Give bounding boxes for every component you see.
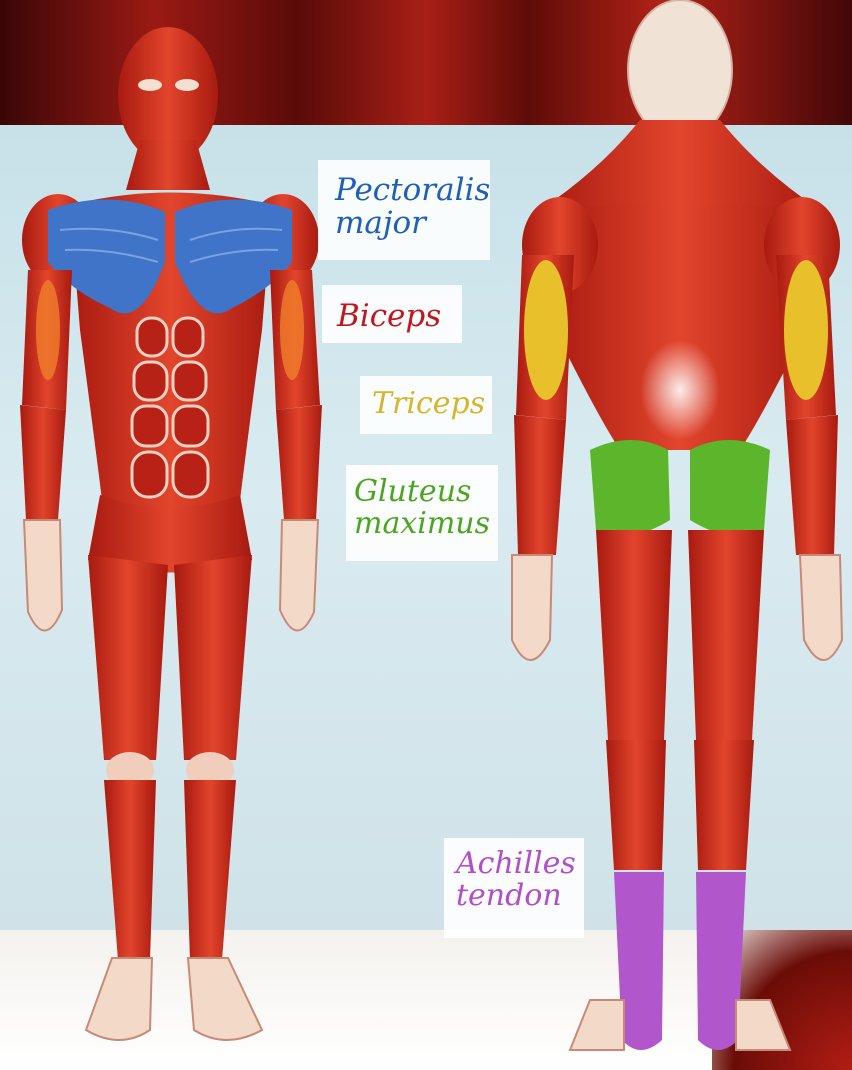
front-neck (126, 140, 210, 190)
achilles-tendon-label: Achilles tendon (456, 848, 576, 911)
biceps-label: Biceps (337, 300, 441, 333)
front-left-shin (104, 780, 156, 960)
front-left-foot (86, 958, 152, 1040)
front-right-foot (188, 958, 262, 1040)
front-figure (20, 27, 322, 1040)
back-left-hand (512, 555, 552, 660)
back-right-hand (800, 555, 842, 660)
gluteus-maximus-left (590, 440, 670, 536)
front-left-hand (24, 520, 62, 631)
gluteus-maximus-right (690, 440, 770, 536)
front-left-biceps (36, 280, 60, 380)
back-right-foot (736, 1000, 790, 1050)
gluteus-maximus-label: Gluteus maximus (354, 476, 490, 539)
front-right-thigh (174, 555, 252, 760)
front-right-shin (184, 780, 236, 960)
back-right-forearm (786, 415, 838, 555)
back-left-thigh (596, 530, 672, 740)
back-neck-trapezius (540, 120, 820, 210)
front-left-thigh (88, 555, 168, 760)
back-left-calf (606, 740, 666, 870)
back-left-foot (570, 1000, 624, 1050)
front-right-forearm (276, 405, 322, 520)
back-left-forearm (514, 415, 566, 555)
pectoralis-major-label: Pectoralis major (335, 174, 490, 239)
back-right-thigh (688, 530, 764, 740)
triceps-label: Triceps (372, 388, 485, 420)
front-right-hand (280, 520, 318, 631)
back-right-calf (694, 740, 754, 870)
back-head (628, 0, 732, 140)
back-left-triceps (524, 260, 568, 400)
front-right-biceps (280, 280, 304, 380)
front-left-forearm (20, 405, 66, 520)
back-right-triceps (784, 260, 828, 400)
